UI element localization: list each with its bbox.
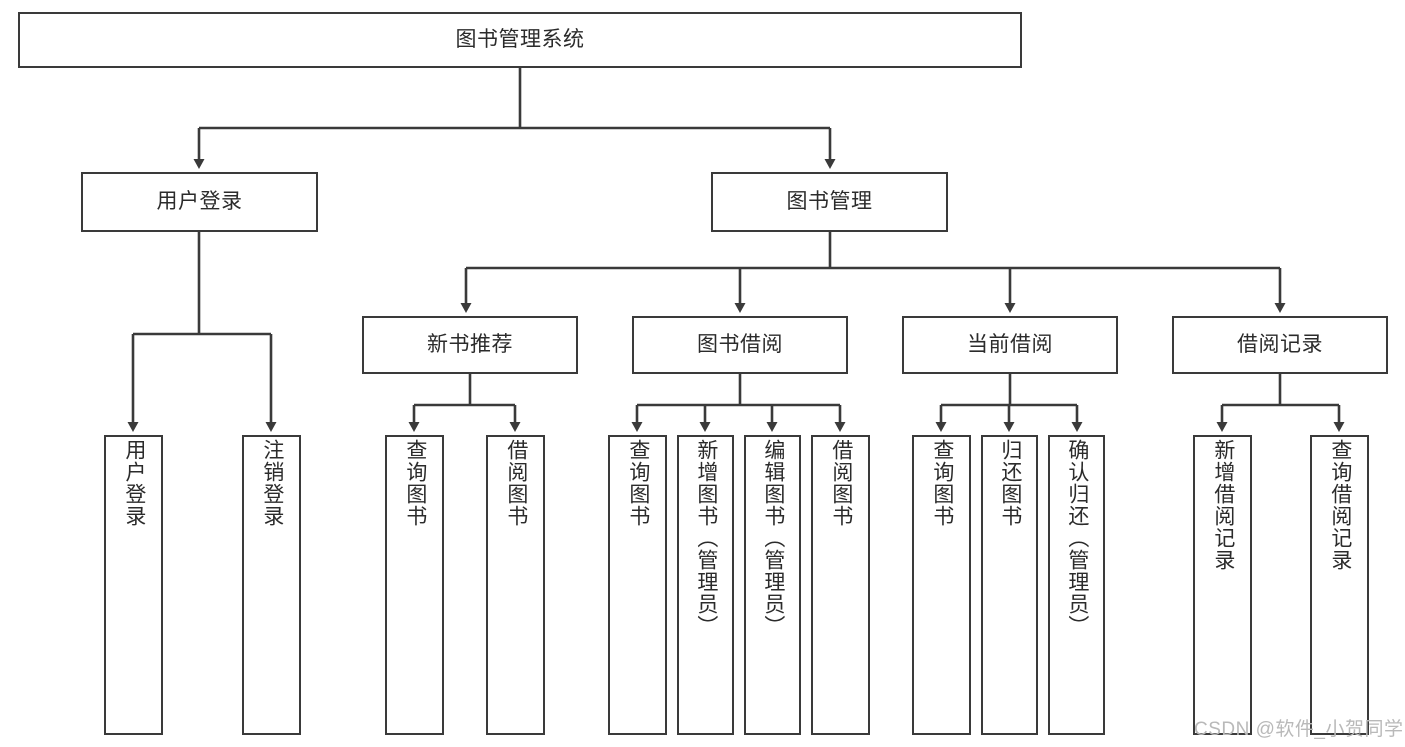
node-label: 确认归还（管理员） — [1065, 439, 1089, 637]
leaf-return-book[interactable]: 归还图书 — [981, 435, 1038, 735]
leaf-edit-book-admin[interactable]: 编辑图书（管理员） — [744, 435, 801, 735]
node-label: 图书管理 — [786, 189, 873, 213]
node-label: 查询图书 — [626, 439, 650, 527]
node-label: 注销登录 — [260, 439, 284, 527]
node-label: 借阅图书 — [504, 439, 528, 527]
node-root-book-management-system[interactable]: 图书管理系统 — [18, 12, 1022, 68]
node-label: 借阅图书 — [829, 439, 853, 527]
leaf-confirm-return-admin[interactable]: 确认归还（管理员） — [1048, 435, 1105, 735]
node-label: 图书借阅 — [697, 332, 783, 356]
node-label: 当前借阅 — [967, 332, 1053, 356]
node-label: 借阅记录 — [1237, 332, 1323, 356]
node-label: 编辑图书（管理员） — [761, 439, 785, 637]
node-label: 新增借阅记录 — [1211, 439, 1235, 571]
node-borrow-record[interactable]: 借阅记录 — [1172, 316, 1388, 374]
csdn-watermark: CSDN @软件_小贺同学 — [1194, 719, 1404, 740]
node-user-login[interactable]: 用户登录 — [81, 172, 318, 232]
leaf-query-book-current[interactable]: 查询图书 — [912, 435, 971, 735]
node-label: 用户登录 — [156, 189, 243, 213]
node-label: 新书推荐 — [427, 332, 513, 356]
node-label: 查询图书 — [930, 439, 954, 527]
node-book-management[interactable]: 图书管理 — [711, 172, 948, 232]
node-label: 归还图书 — [998, 439, 1022, 527]
node-book-borrow[interactable]: 图书借阅 — [632, 316, 848, 374]
node-current-borrow[interactable]: 当前借阅 — [902, 316, 1118, 374]
leaf-user-login[interactable]: 用户登录 — [104, 435, 163, 735]
node-label: 图书管理系统 — [455, 27, 585, 51]
leaf-borrow-book-borrow[interactable]: 借阅图书 — [811, 435, 870, 735]
node-new-book-recommend[interactable]: 新书推荐 — [362, 316, 578, 374]
node-label: 新增图书（管理员） — [694, 439, 718, 637]
leaf-add-book-admin[interactable]: 新增图书（管理员） — [677, 435, 734, 735]
leaf-borrow-book-recommend[interactable]: 借阅图书 — [486, 435, 545, 735]
leaf-query-book-recommend[interactable]: 查询图书 — [385, 435, 444, 735]
node-label: 查询借阅记录 — [1328, 439, 1352, 571]
leaf-query-book-borrow[interactable]: 查询图书 — [608, 435, 667, 735]
leaf-add-borrow-record[interactable]: 新增借阅记录 — [1193, 435, 1252, 735]
leaf-query-borrow-record[interactable]: 查询借阅记录 — [1310, 435, 1369, 735]
node-label: 用户登录 — [122, 439, 146, 527]
node-label: 查询图书 — [403, 439, 427, 527]
leaf-logout-login[interactable]: 注销登录 — [242, 435, 301, 735]
